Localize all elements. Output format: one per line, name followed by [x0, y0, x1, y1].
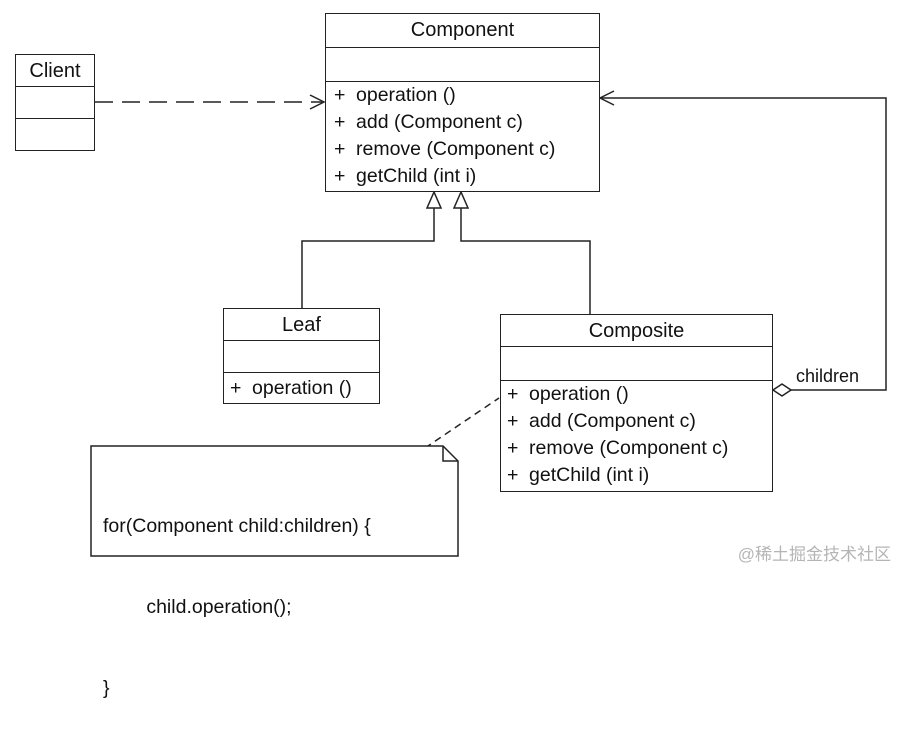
component-class-name: Component	[326, 14, 599, 48]
composite-op: +getChild (int i)	[507, 464, 650, 486]
composite-attributes	[501, 347, 772, 381]
composite-class-name: Composite	[501, 315, 772, 347]
composite-operations: +operation () +add (Component c) +remove…	[501, 381, 772, 489]
leaf-op: +operation ()	[230, 377, 352, 399]
client-class[interactable]: Client	[15, 54, 95, 151]
client-class-name: Client	[16, 55, 94, 87]
component-op: +operation ()	[334, 84, 456, 106]
composite-op: +operation ()	[507, 383, 629, 405]
component-op: +remove (Component c)	[334, 138, 556, 160]
leaf-operations: +operation ()	[224, 373, 379, 403]
note-line: }	[103, 677, 110, 699]
composite-generalization-line	[460, 208, 591, 314]
association-arrowhead	[598, 90, 615, 106]
leaf-attributes	[224, 341, 379, 373]
composite-op: +remove (Component c)	[507, 437, 729, 459]
note-fold	[442, 446, 458, 462]
note-line: child.operation();	[103, 596, 292, 618]
aggregation-diamond	[771, 383, 793, 397]
watermark: @稀土掘金技术社区	[737, 545, 891, 564]
composite-op: +add (Component c)	[507, 410, 696, 432]
leaf-class[interactable]: Leaf +operation ()	[223, 308, 380, 404]
composite-generalization-arrowhead	[452, 190, 470, 209]
children-aggregation-line	[601, 97, 887, 391]
component-operations: +operation () +add (Component c) +remove…	[326, 82, 599, 190]
note-anchor-line	[424, 397, 500, 449]
leaf-class-name: Leaf	[224, 309, 379, 341]
note-shape	[90, 445, 459, 557]
note-line: for(Component child:children) {	[103, 515, 371, 537]
composite-class[interactable]: Composite +operation () +add (Component …	[500, 314, 773, 492]
component-attributes	[326, 48, 599, 82]
component-class[interactable]: Component +operation () +add (Component …	[325, 13, 600, 192]
leaf-generalization-arrowhead	[425, 190, 443, 209]
leaf-generalization-line	[301, 208, 435, 308]
children-role-label: children	[796, 366, 860, 386]
component-op: +getChild (int i)	[334, 165, 477, 187]
note-text: for(Component child:children) { child.op…	[103, 459, 371, 729]
diagram-canvas	[90, 90, 887, 557]
client-attributes	[16, 87, 94, 119]
dependency-arrowhead	[309, 94, 326, 110]
component-op: +add (Component c)	[334, 111, 523, 133]
